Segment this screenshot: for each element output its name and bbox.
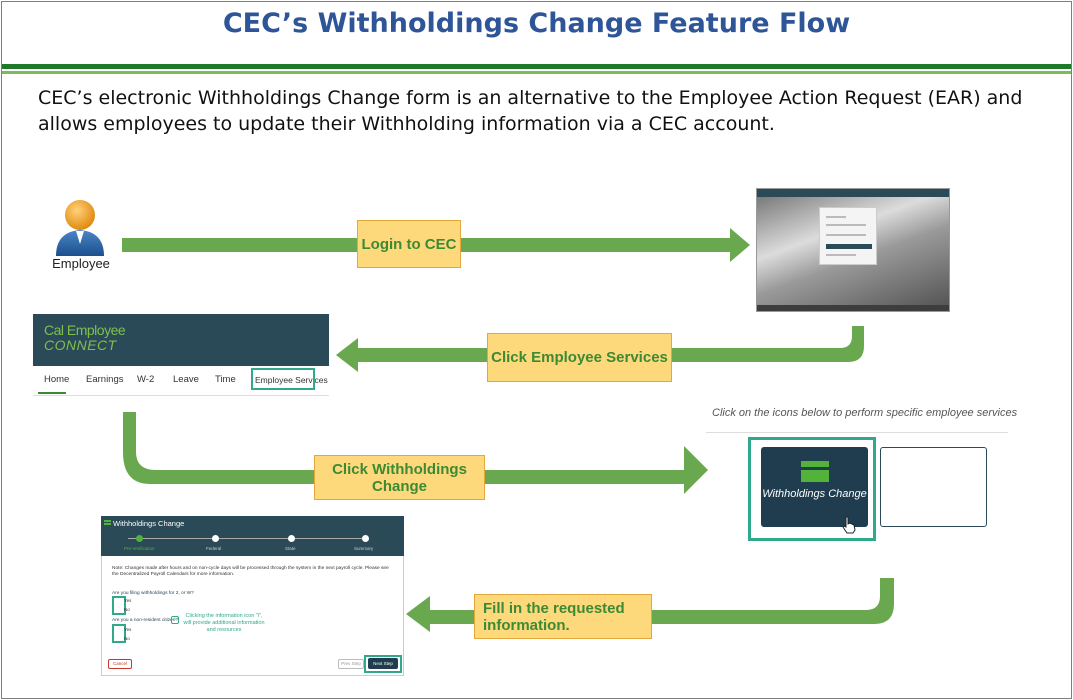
card-icon [801, 470, 829, 482]
step-dot-3 [288, 535, 295, 542]
employee-services-highlight [251, 368, 315, 390]
slide-title: CEC’s Withholdings Change Feature Flow [222, 8, 851, 39]
form-header [101, 516, 404, 556]
withholdings-tile-highlight [748, 437, 876, 541]
nav-employee-services[interactable]: Employee Services [255, 375, 328, 385]
question-1-radio-highlight [112, 596, 126, 615]
card-icon-top [801, 461, 829, 467]
step-dot-1 [136, 535, 143, 542]
arrow-withholdings-change [123, 412, 708, 494]
cec-logo-line1: Cal Employee [44, 322, 126, 338]
form-note: Note: Changes made after hours and on no… [112, 566, 389, 577]
hand-cursor-icon [842, 516, 856, 538]
q2-no-label[interactable]: No [124, 636, 130, 641]
services-caption: Click on the icons below to perform spec… [712, 407, 1018, 419]
employee-label: Employee [52, 256, 110, 271]
question-2-radio-highlight [112, 624, 126, 643]
withholdings-tile-label: Withholdings Change [762, 488, 867, 500]
nav-earnings[interactable]: Earnings [86, 374, 124, 385]
step-dot-4 [362, 535, 369, 542]
step-dot-2 [212, 535, 219, 542]
nav-home[interactable]: Home [44, 374, 70, 385]
question-2: Are you a non-resident citizen? [112, 618, 179, 623]
step-callout-login: Login to CEC [357, 220, 461, 268]
title-rule-dark [2, 64, 1071, 69]
q1-no-label[interactable]: No [124, 607, 130, 612]
q1-yes-label[interactable]: Yes [124, 598, 132, 603]
prev-step-button[interactable]: Prev Step [338, 659, 364, 669]
nav-time[interactable]: Time [215, 374, 236, 385]
step-label-3: State [285, 546, 296, 551]
q2-yes-label[interactable]: Yes [124, 627, 132, 632]
services-divider [706, 432, 1008, 433]
form-title: Withholdings Change [113, 519, 185, 528]
step-callout-employee-services: Click Employee Services [487, 333, 672, 382]
info-note: Clicking the information icon "i", will … [183, 613, 265, 633]
next-step-button[interactable]: Next Step [368, 658, 398, 669]
cec-header [33, 314, 329, 366]
login-screenshot [756, 188, 950, 312]
title-rule-light [2, 71, 1071, 74]
withholdings-change-tile[interactable] [761, 447, 868, 527]
nav-home-underline [38, 392, 66, 394]
cec-logo-line2: CONNECT [44, 337, 117, 353]
nav-w2[interactable]: W-2 [137, 374, 155, 385]
user-icon [56, 200, 104, 256]
step-label-4: Summary [354, 546, 374, 551]
cec-nav-bar [33, 366, 329, 396]
question-1: Are you filing withholdings for 2, or W? [112, 591, 194, 596]
next-step-highlight [364, 655, 402, 673]
menu-icon[interactable] [104, 520, 111, 525]
step-label-1: Pre-Verification [124, 546, 155, 551]
info-icon[interactable]: i [171, 616, 179, 624]
step-callout-withholdings-change: Click Withholdings Change [314, 455, 485, 500]
service-tile-blank[interactable] [880, 447, 987, 527]
step-callout-fill-in: Fill in the requested information. [474, 594, 652, 639]
step-label-2: Federal [206, 546, 222, 551]
step-track [128, 538, 368, 539]
cancel-button[interactable]: Cancel [108, 659, 132, 669]
nav-leave[interactable]: Leave [173, 374, 199, 385]
intro-text: CEC’s electronic Withholdings Change for… [38, 87, 1023, 135]
